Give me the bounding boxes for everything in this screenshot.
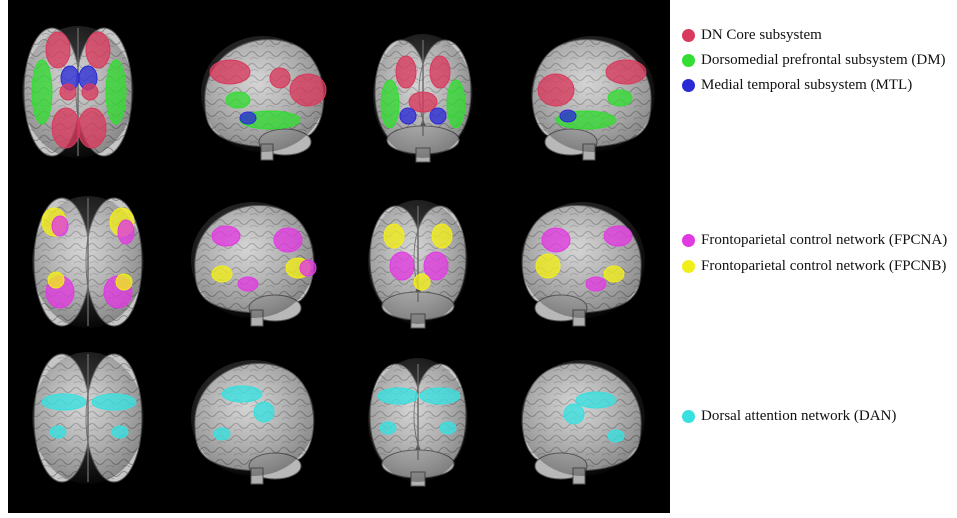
dn-core-region	[395, 55, 417, 89]
dm-region	[225, 91, 251, 109]
dn-core-region	[537, 73, 575, 107]
legend-dn-core: DN Core subsystem	[682, 24, 822, 46]
dm-swatch	[682, 53, 695, 67]
dn-core-region	[408, 91, 438, 113]
dn-core-region	[269, 67, 291, 89]
mtl-region	[429, 107, 447, 125]
dan-region	[253, 401, 275, 423]
fpcnb-region	[413, 273, 431, 291]
dan-region	[49, 425, 67, 439]
mtl-label: Medial temporal subsystem (MTL)	[701, 76, 913, 93]
brain-r2-posterior	[368, 200, 468, 329]
dan-swatch	[682, 409, 695, 423]
fpcna-region	[117, 219, 135, 245]
dn-core-region	[77, 107, 107, 149]
dn-core-region	[85, 31, 111, 69]
fpcnb-swatch	[682, 259, 695, 273]
dn-core-region	[605, 59, 647, 85]
fpcna-region	[423, 251, 449, 281]
brain-r3-posterior	[368, 358, 468, 487]
brain-r1-lateral-right	[531, 36, 655, 161]
dan-region	[575, 391, 617, 409]
dan-region	[41, 393, 87, 411]
brain-r3-superior	[32, 352, 144, 484]
mtl-region	[559, 109, 577, 123]
legend-mtl: Medial temporal subsystem (MTL)	[682, 74, 912, 96]
dn-core-region	[209, 59, 251, 85]
dn-core-region	[289, 73, 327, 107]
brain-r1-lateral-left	[201, 36, 327, 161]
dan-region	[111, 425, 129, 439]
shading	[191, 360, 315, 476]
brain-r2-lateral-left	[191, 202, 317, 327]
dn-core-region	[59, 83, 77, 101]
legend-dan: Dorsal attention network (DAN)	[682, 405, 896, 427]
fpcnb-region	[211, 265, 233, 283]
brain-r3-lateral-left	[191, 360, 315, 485]
fpcnb-region	[47, 271, 65, 289]
fpcnb-region	[115, 273, 133, 291]
fpcnb-region	[603, 265, 625, 283]
dan-region	[377, 387, 419, 405]
dn-core-region	[81, 83, 99, 101]
dan-label: Dorsal attention network (DAN)	[701, 407, 897, 424]
dan-region	[91, 393, 137, 411]
dn-core-region	[429, 55, 451, 89]
brain-r1-posterior	[373, 34, 473, 163]
brain-r1-superior	[22, 26, 134, 158]
fpcna-region	[603, 225, 633, 247]
dan-region	[213, 427, 231, 441]
dm-region	[380, 79, 400, 129]
mtl-region	[399, 107, 417, 125]
legend-fpcnb: Frontoparietal control network (FPCNB)	[682, 255, 946, 277]
brain-r2-lateral-right	[521, 202, 645, 327]
dn-core-label: DN Core subsystem	[701, 26, 822, 43]
fpcna-region	[541, 227, 571, 253]
dm-region	[105, 59, 127, 125]
dn-core-swatch	[682, 28, 695, 42]
brain-renders	[22, 26, 655, 487]
fpcna-region	[237, 276, 259, 292]
fpcna-region	[585, 276, 607, 292]
dan-region	[221, 385, 263, 403]
fpcna-region	[299, 259, 317, 277]
mtl-swatch	[682, 78, 695, 92]
legend-fpcna: Frontoparietal control network (FPCNA)	[682, 229, 947, 251]
mtl-region	[239, 111, 257, 125]
fpcna-label: Frontoparietal control network (FPCNA)	[701, 231, 948, 248]
fpcna-region	[273, 227, 303, 253]
dan-region	[607, 429, 625, 443]
fpcna-region	[51, 215, 69, 237]
dan-region	[439, 421, 457, 435]
fpcna-region	[211, 225, 241, 247]
fpcnb-region	[431, 223, 453, 249]
fpcna-swatch	[682, 233, 695, 247]
fpcnb-label: Frontoparietal control network (FPCNB)	[701, 257, 947, 274]
fpcna-region	[389, 251, 415, 281]
dm-region	[446, 79, 466, 129]
fpcnb-region	[383, 223, 405, 249]
dan-region	[419, 387, 461, 405]
dm-region	[31, 59, 53, 125]
dan-region	[379, 421, 397, 435]
dn-core-region	[45, 31, 71, 69]
brain-r3-lateral-right	[521, 360, 645, 485]
fpcnb-region	[535, 253, 561, 279]
dm-label: Dorsomedial prefrontal subsystem (DM)	[701, 51, 946, 68]
brain-r2-superior	[32, 196, 144, 328]
dn-core-region	[51, 107, 81, 149]
brain-panel	[8, 0, 670, 513]
dan-region	[563, 403, 585, 425]
legend-dm: Dorsomedial prefrontal subsystem (DM)	[682, 49, 946, 71]
dm-region	[607, 89, 633, 107]
